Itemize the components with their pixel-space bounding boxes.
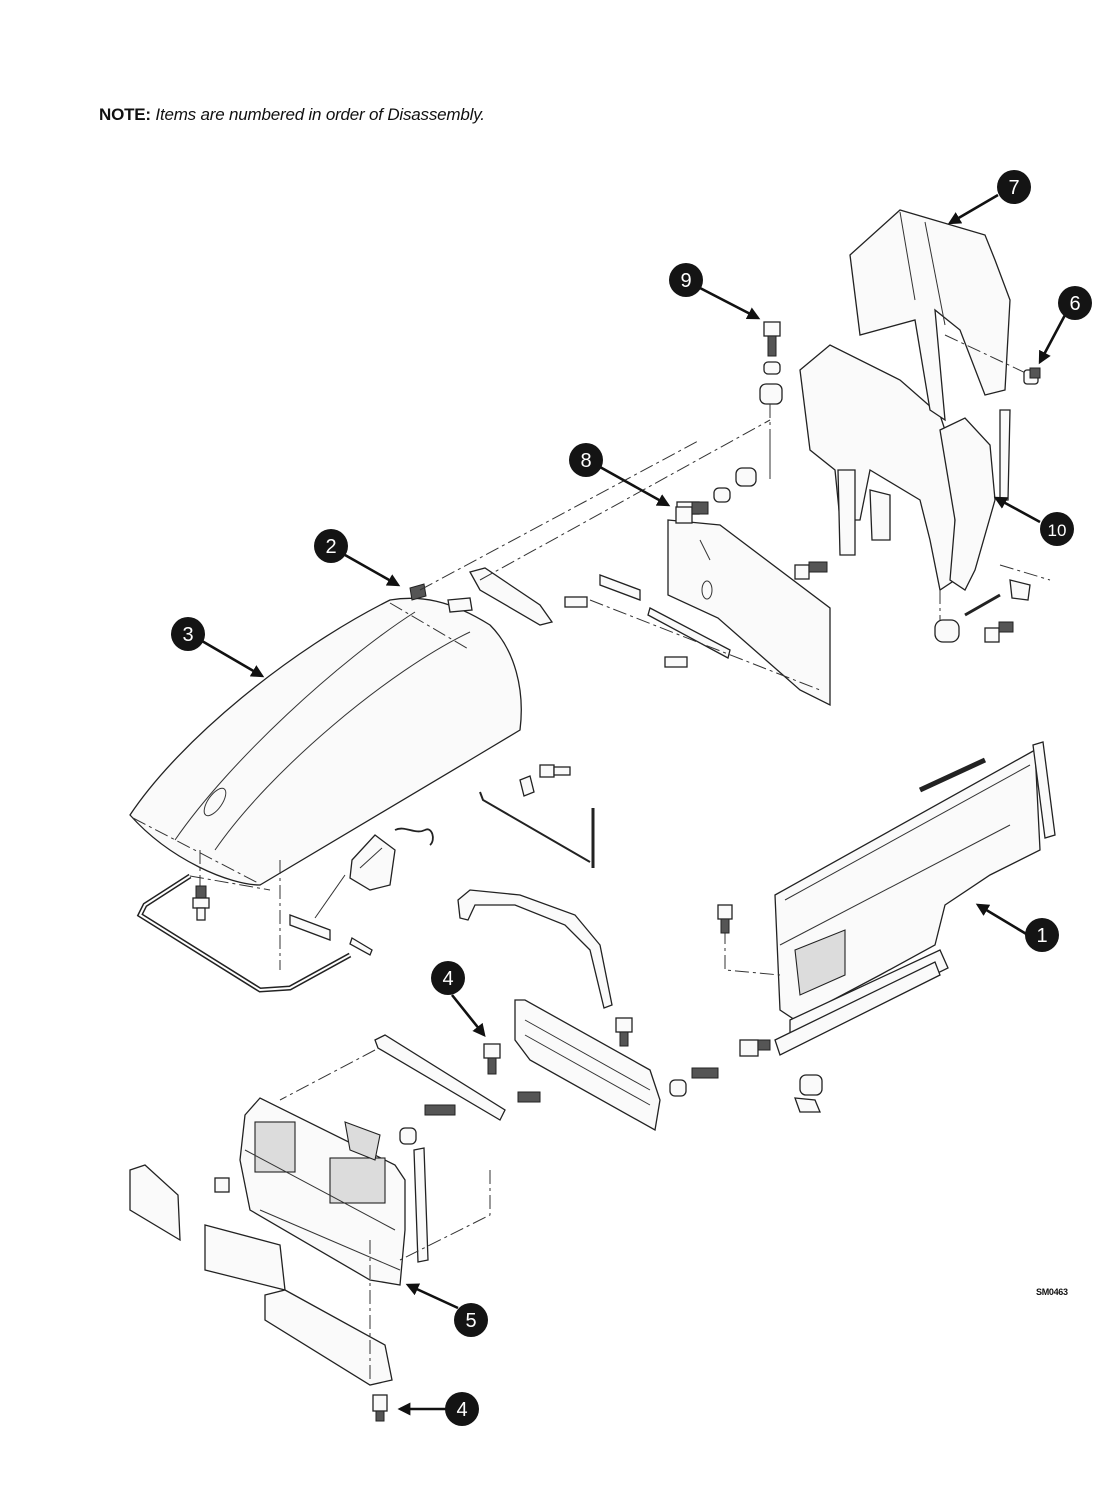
callout-number: 4 xyxy=(442,968,453,990)
callout-number: 9 xyxy=(680,270,691,292)
callout-number: 8 xyxy=(580,450,591,472)
callout-number: 7 xyxy=(1008,177,1019,199)
callout-number: 5 xyxy=(465,1310,476,1332)
grille-arch xyxy=(458,890,612,1008)
callout-9: 9 xyxy=(669,263,758,318)
callout-3: 3 xyxy=(171,617,262,676)
callout-2: 2 xyxy=(314,529,398,585)
support-frame xyxy=(770,345,1010,590)
callout-8: 8 xyxy=(569,443,668,505)
callout-4-upper: 4 xyxy=(431,961,484,1035)
callout-number: 4 xyxy=(456,1399,467,1421)
dash-panel xyxy=(565,502,830,705)
hardware-6 xyxy=(1024,368,1040,384)
callout-6: 6 xyxy=(1040,286,1092,362)
hood-bolt xyxy=(193,886,209,920)
side-panel xyxy=(718,742,1055,1055)
callout-number: 10 xyxy=(1048,521,1067,540)
callout-number: 1 xyxy=(1036,925,1047,947)
hood-rod xyxy=(480,765,593,868)
callout-5: 5 xyxy=(408,1285,488,1337)
callout-number: 6 xyxy=(1069,293,1080,315)
callout-1: 1 xyxy=(978,905,1059,952)
callout-number: 2 xyxy=(325,536,336,558)
callout-7: 7 xyxy=(950,170,1031,223)
hardware-9 xyxy=(760,322,782,470)
callout-number: 3 xyxy=(182,624,193,646)
grille-bracket xyxy=(280,1035,540,1120)
callout-4-lower: 4 xyxy=(400,1392,479,1426)
grille xyxy=(515,1000,718,1130)
callout-10: 10 xyxy=(996,498,1074,546)
